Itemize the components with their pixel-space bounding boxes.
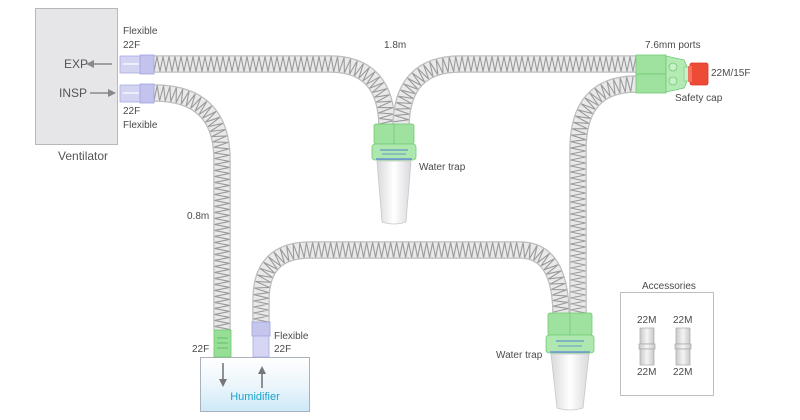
- exp-label: EXP: [64, 57, 89, 71]
- accessory-2-top: 22M: [673, 315, 693, 326]
- insp-connector-type: Flexible: [123, 120, 158, 131]
- safety-cap: [688, 62, 709, 86]
- accessory-connector-2: [674, 327, 692, 366]
- inspiratory-tube-trap-to-ypiece: [569, 75, 637, 314]
- exp-arrow-icon: [86, 60, 112, 68]
- accessory-connector-1: [638, 327, 656, 366]
- insp-label: INSP: [59, 86, 88, 100]
- insp-tube-length: 0.8m: [187, 211, 210, 222]
- expiratory-tube-ypiece-side: [392, 55, 637, 125]
- accessory-2-bottom: 22M: [673, 367, 693, 378]
- humidifier-inlet-size: 22F: [274, 344, 292, 355]
- humidifier-box: Humidifier: [200, 357, 310, 412]
- exp-tube-length: 1.8m: [384, 40, 407, 51]
- insp-arrow-icon: [90, 89, 116, 97]
- water-trap-label-1: Water trap: [419, 162, 466, 173]
- cap-size-label: 22M/15F: [711, 68, 751, 79]
- water-trap-expiratory: [371, 123, 417, 225]
- humidifier-outlet-connector: [213, 329, 232, 358]
- ports-label: 7.6mm ports: [645, 40, 701, 51]
- water-trap-label-2: Water trap: [496, 350, 543, 361]
- accessories-box: [620, 292, 714, 396]
- exp-connector-type: Flexible: [123, 26, 158, 37]
- water-trap-inspiratory: [545, 312, 595, 411]
- humidifier-up-arrow-icon: [258, 366, 266, 388]
- insp-connector: [119, 83, 155, 104]
- safety-cap-label: Safety cap: [675, 93, 723, 104]
- accessory-1-top: 22M: [637, 315, 657, 326]
- inspiratory-tube-humidifier-to-trap: [252, 241, 570, 323]
- humidifier-label: Humidifier: [230, 391, 280, 403]
- accessory-1-bottom: 22M: [637, 367, 657, 378]
- inspiratory-tube-ventilator-to-humidifier: [153, 84, 231, 330]
- ventilator-box: [35, 8, 118, 145]
- humidifier-inlet-connector: [251, 321, 271, 358]
- humidifier-down-arrow-icon: [219, 363, 227, 387]
- ventilator-label: Ventilator: [58, 149, 109, 163]
- humidifier-outlet-size: 22F: [192, 344, 210, 355]
- y-piece: [635, 54, 691, 94]
- exp-connector: [119, 54, 155, 75]
- insp-connector-size: 22F: [123, 106, 141, 117]
- accessories-title: Accessories: [642, 281, 696, 292]
- humidifier-inlet-type: Flexible: [274, 331, 309, 342]
- exp-connector-size: 22F: [123, 40, 141, 51]
- expiratory-tube-ventilator-side: [153, 55, 396, 125]
